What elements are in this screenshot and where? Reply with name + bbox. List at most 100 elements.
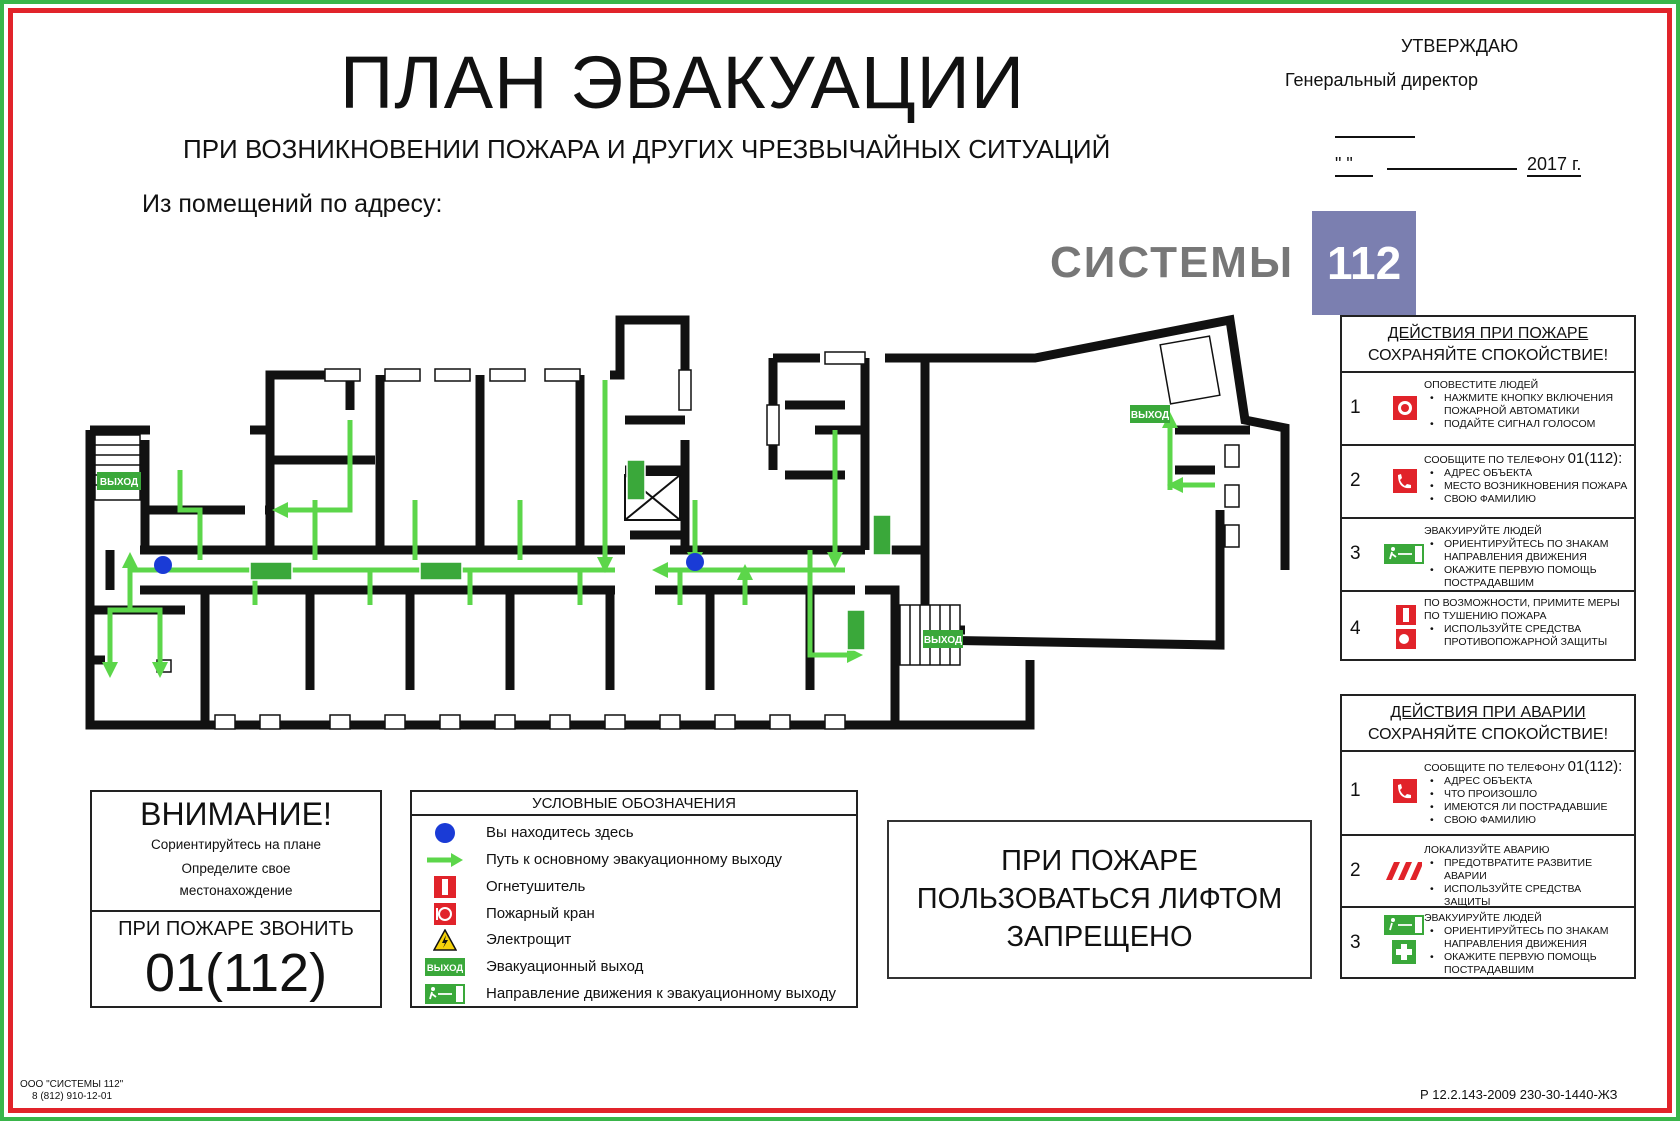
legend-label: Направление движения к эвакуационному вы…: [486, 985, 836, 1002]
attention-divider: [92, 910, 380, 912]
footer-code: Р 12.2.143-2009 230-30-1440-ЖЗ: [1420, 1087, 1618, 1102]
lift-warning-box: ПРИ ПОЖАРЕ ПОЛЬЗОВАТЬСЯ ЛИФТОМ ЗАПРЕЩЕНО: [887, 820, 1312, 979]
step-title: СООБЩИТЕ ПО ТЕЛЕФОНУ: [1424, 454, 1565, 466]
fire-hydrant-icon: [434, 903, 456, 925]
legend-item: Электрощит: [412, 927, 856, 953]
you-are-here-icon: [435, 823, 455, 843]
exit-signs: ВЫХОД ВЫХОД ВЫХОД: [97, 405, 1170, 648]
direction-signs: [249, 459, 892, 651]
page-subtitle: ПРИ ВОЗНИКНОВЕНИИ ПОЖАРА И ДРУГИХ ЧРЕЗВЫ…: [183, 134, 1111, 164]
step-bullet: СВОЮ ФАМИЛИЮ: [1430, 814, 1630, 827]
step-title: ПО ВОЗМОЖНОСТИ, ПРИМИТЕ МЕРЫ ПО ТУШЕНИЮ …: [1424, 597, 1620, 622]
step-bullet: НАЖМИТЕ КНОПКУ ВКЛЮЧЕНИЯ ПОЖАРНОЙ АВТОМА…: [1430, 392, 1630, 418]
fire-panel-title: ДЕЙСТВИЯ ПРИ ПОЖАРЕ: [1387, 325, 1589, 342]
electric-panel-icon: [433, 929, 457, 951]
step-bullet: АДРЕС ОБЪЕКТА: [1430, 775, 1630, 788]
lift-warning-line: ПРИ ПОЖАРЕ: [1001, 845, 1198, 877]
extinguisher-icon: [1396, 605, 1416, 649]
step-bullet: МЕСТО ВОЗНИКНОВЕНИЯ ПОЖАРА: [1430, 480, 1630, 493]
date-month-line: [1387, 168, 1517, 170]
lift-warning-line: ПОЛЬЗОВАТЬСЯ ЛИФТОМ: [916, 883, 1283, 915]
company-phone: 8 (812) 910-12-01: [32, 1091, 113, 1102]
step-title: ЭВАКУИРУЙТЕ ЛЮДЕЙ: [1424, 912, 1542, 924]
legend-label: Путь к основному эвакуационному выходу: [486, 851, 782, 868]
legend-label: Пожарный кран: [486, 905, 595, 922]
step-bullet: ОРИЕНТИРУЙТЕСЬ ПО ЗНАКАМ НАПРАВЛЕНИЯ ДВИ…: [1430, 925, 1630, 951]
step-bullet: ИСПОЛЬЗУЙТЕ СРЕДСТВА ЗАЩИТЫ: [1430, 883, 1630, 909]
step-title: СООБЩИТЕ ПО ТЕЛЕФОНУ: [1424, 762, 1565, 774]
attention-line: Сориентируйтесь на плане: [150, 837, 322, 852]
fire-step-4: 4 ПО ВОЗМОЖНОСТИ, ПРИМИТЕ МЕРЫ ПО ТУШЕНИ…: [1342, 592, 1634, 665]
date-day: " ": [1335, 154, 1373, 177]
step-bullet: ОКАЖИТЕ ПЕРВУЮ ПОМОЩЬ ПОСТРАДАВШИМ: [1430, 564, 1630, 590]
exit-direction-icon: [425, 984, 465, 1004]
signature-line: [1335, 136, 1415, 138]
step-bullet: ИСПОЛЬЗУЙТЕ СРЕДСТВА ПРОТИВОПОЖАРНОЙ ЗАЩ…: [1430, 623, 1630, 649]
call-label: ПРИ ПОЖАРЕ ЗВОНИТЬ: [118, 918, 354, 940]
approval-role: Генеральный директор: [1285, 70, 1479, 90]
step-title: ЛОКАЛИЗУЙТЕ АВАРИЮ: [1424, 844, 1550, 856]
approval-heading: УТВЕРЖДАЮ: [1401, 36, 1519, 56]
phone-icon: [1393, 779, 1417, 803]
step-phone: 01(112):: [1567, 450, 1623, 467]
fire-actions-panel: ДЕЙСТВИЯ ПРИ ПОЖАРЕ СОХРАНЯЙТЕ СПОКОЙСТВ…: [1340, 315, 1636, 661]
attention-line: местонахождение: [179, 883, 293, 898]
step-title-phone: СООБЩИТЕ ПО ТЕЛЕФОНУ 01(112):: [1424, 758, 1630, 775]
hazard-stripes-icon: [1384, 862, 1422, 880]
legend-label: Вы находитесь здесь: [486, 824, 634, 841]
floor-plan: ВЫХОД ВЫХОД ВЫХОД: [85, 314, 1290, 730]
exit-sign-text-west: ВЫХОД: [100, 477, 138, 488]
legend-label: Огнетушитель: [486, 878, 586, 895]
legend-item: Путь к основному эвакуационному выходу: [412, 847, 856, 873]
emergency-number: 01(112): [144, 943, 328, 1003]
accident-step-3: 3 ЭВАКУИРУЙТЕ ЛЮДЕЙ ОРИЕНТИРУЙТЕСЬ ПО ЗН…: [1342, 908, 1634, 978]
date-year: 2017 г.: [1527, 154, 1582, 177]
fire-step-3: 3 ЭВАКУИРУЙТЕ ЛЮДЕЙ ОРИЕНТИРУЙТЕСЬ ПО ЗН…: [1342, 519, 1634, 592]
step-bullet: ПОДАЙТЕ СИГНАЛ ГОЛОСОМ: [1430, 418, 1630, 431]
exit-sign-text-south: ВЫХОД: [924, 635, 962, 646]
step-phone: 01(112):: [1567, 758, 1623, 775]
company-name: ООО "СИСТЕМЫ 112": [20, 1079, 124, 1090]
brand-number: 112: [1312, 211, 1417, 315]
step-bullet: ОРИЕНТИРУЙТЕСЬ ПО ЗНАКАМ НАПРАВЛЕНИЯ ДВИ…: [1430, 538, 1630, 564]
accident-step-1: 1 СООБЩИТЕ ПО ТЕЛЕФОНУ 01(112): АДРЕС ОБ…: [1342, 752, 1634, 836]
step-number: 1: [1350, 397, 1361, 418]
step-bullet: ИМЕЮТСЯ ЛИ ПОСТРАДАВШИЕ: [1430, 801, 1630, 814]
approval-date: " " 2017 г.: [1335, 154, 1582, 177]
step-bullet: ПРЕДОТВРАТИТЕ РАЗВИТИЕ АВАРИИ: [1430, 857, 1630, 883]
windows: [156, 351, 1240, 730]
step-bullet: АДРЕС ОБЪЕКТА: [1430, 467, 1630, 480]
legend-item: Пожарный кран: [412, 901, 856, 927]
fire-alarm-button-icon: [1393, 396, 1417, 420]
step-number: 3: [1350, 932, 1361, 953]
attention-line: Определите свое: [181, 861, 291, 876]
extinguisher-icon: [434, 876, 456, 898]
legend-item: Вы находитесь здесь: [412, 820, 856, 846]
fire-step-1: 1 ОПОВЕСТИТЕ ЛЮДЕЙ НАЖМИТЕ КНОПКУ ВКЛЮЧЕ…: [1342, 373, 1634, 446]
legend-label: Эвакуационный выход: [486, 958, 644, 975]
fire-panel-calm: СОХРАНЯЙТЕ СПОКОЙСТВИЕ!: [1367, 347, 1609, 364]
accident-panel-calm: СОХРАНЯЙТЕ СПОКОЙСТВИЕ!: [1367, 726, 1609, 743]
exit-direction-icon: [1384, 544, 1424, 564]
step-number: 4: [1350, 618, 1361, 639]
step-title: ОПОВЕСТИТЕ ЛЮДЕЙ: [1424, 379, 1539, 391]
brand-logo: СИСТЕМЫ 112: [1050, 211, 1417, 315]
accident-actions-panel: ДЕЙСТВИЯ ПРИ АВАРИИ СОХРАНЯЙТЕ СПОКОЙСТВ…: [1340, 694, 1636, 979]
legend-item: ВЫХОД Эвакуационный выход: [412, 954, 856, 980]
fire-panel-heading: ДЕЙСТВИЯ ПРИ ПОЖАРЕ СОХРАНЯЙТЕ СПОКОЙСТВ…: [1342, 317, 1634, 373]
exit-and-first-aid-icon: [1384, 915, 1424, 964]
step-bullet: СВОЮ ФАМИЛИЮ: [1430, 493, 1630, 506]
legend-item: Направление движения к эвакуационному вы…: [412, 981, 856, 1007]
step-title-phone: СООБЩИТЕ ПО ТЕЛЕФОНУ 01(112):: [1424, 450, 1630, 467]
step-title: ЭВАКУИРУЙТЕ ЛЮДЕЙ: [1424, 525, 1542, 537]
attention-title: ВНИМАНИЕ!: [140, 796, 332, 832]
evacuation-path-arrow-icon: [427, 853, 463, 867]
legend-item: Огнетушитель: [412, 874, 856, 900]
legend-label: Электрощит: [486, 931, 572, 948]
emergency-exit-icon: ВЫХОД: [425, 958, 465, 976]
accident-panel-heading: ДЕЙСТВИЯ ПРИ АВАРИИ СОХРАНЯЙТЕ СПОКОЙСТВ…: [1342, 696, 1634, 752]
fire-step-2: 2 СООБЩИТЕ ПО ТЕЛЕФОНУ 01(112): АДРЕС ОБ…: [1342, 446, 1634, 519]
accident-step-2: 2 ЛОКАЛИЗУЙТЕ АВАРИЮ ПРЕДОТВРАТИТЕ РАЗВИ…: [1342, 836, 1634, 908]
step-number: 2: [1350, 860, 1361, 881]
